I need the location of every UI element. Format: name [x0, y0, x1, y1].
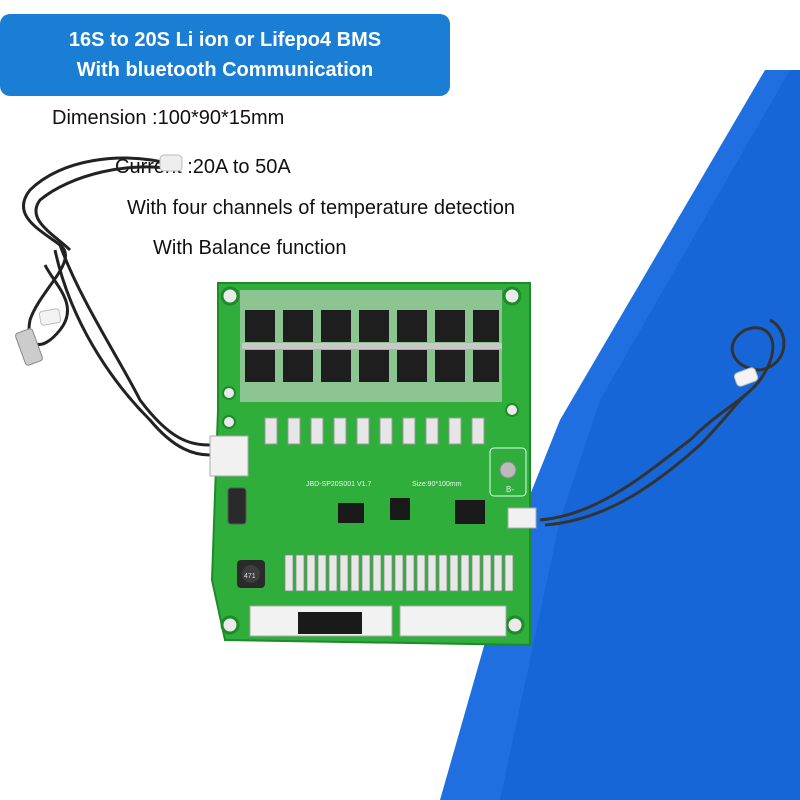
title-line-1: 16S to 20S Li ion or Lifepo4 BMS	[68, 29, 382, 51]
ic-chip	[455, 500, 485, 524]
inductor-label: 471	[244, 573, 256, 580]
cable-tie	[733, 367, 759, 387]
cable-tie	[38, 308, 62, 326]
right-bluetooth-cable	[539, 318, 786, 527]
bluetooth-connector	[507, 507, 537, 529]
terminal-outline	[489, 447, 527, 497]
ic-chip	[390, 498, 410, 520]
balance-connector-right	[399, 605, 507, 637]
temperature-probe-left	[15, 328, 43, 366]
title-banner: 16S to 20S Li ion or Lifepo4 BMS With bl…	[0, 14, 450, 96]
board-model-label: JBD-SP20S001 V1.7	[306, 481, 371, 488]
connector-housing	[298, 612, 362, 634]
spec-temperature: With four channels of temperature detect…	[127, 197, 515, 219]
spec-balance: With Balance function	[153, 237, 347, 259]
balance-resistor-array	[284, 554, 514, 592]
temperature-connector	[209, 435, 249, 477]
mosfet-row	[240, 290, 502, 402]
left-sensor-cable	[22, 156, 211, 457]
terminal-label: B-	[506, 485, 514, 494]
board-size-label: Size:90*100mm	[412, 481, 462, 488]
ic-chip	[338, 503, 364, 523]
terminal-screw	[499, 461, 517, 479]
title-line-2: With bluetooth Communication	[76, 59, 374, 81]
resistor-row	[264, 417, 485, 445]
cable-tie	[159, 154, 183, 172]
capacitor	[227, 487, 247, 525]
spec-dimension: Dimension :100*90*15mm	[52, 107, 285, 129]
